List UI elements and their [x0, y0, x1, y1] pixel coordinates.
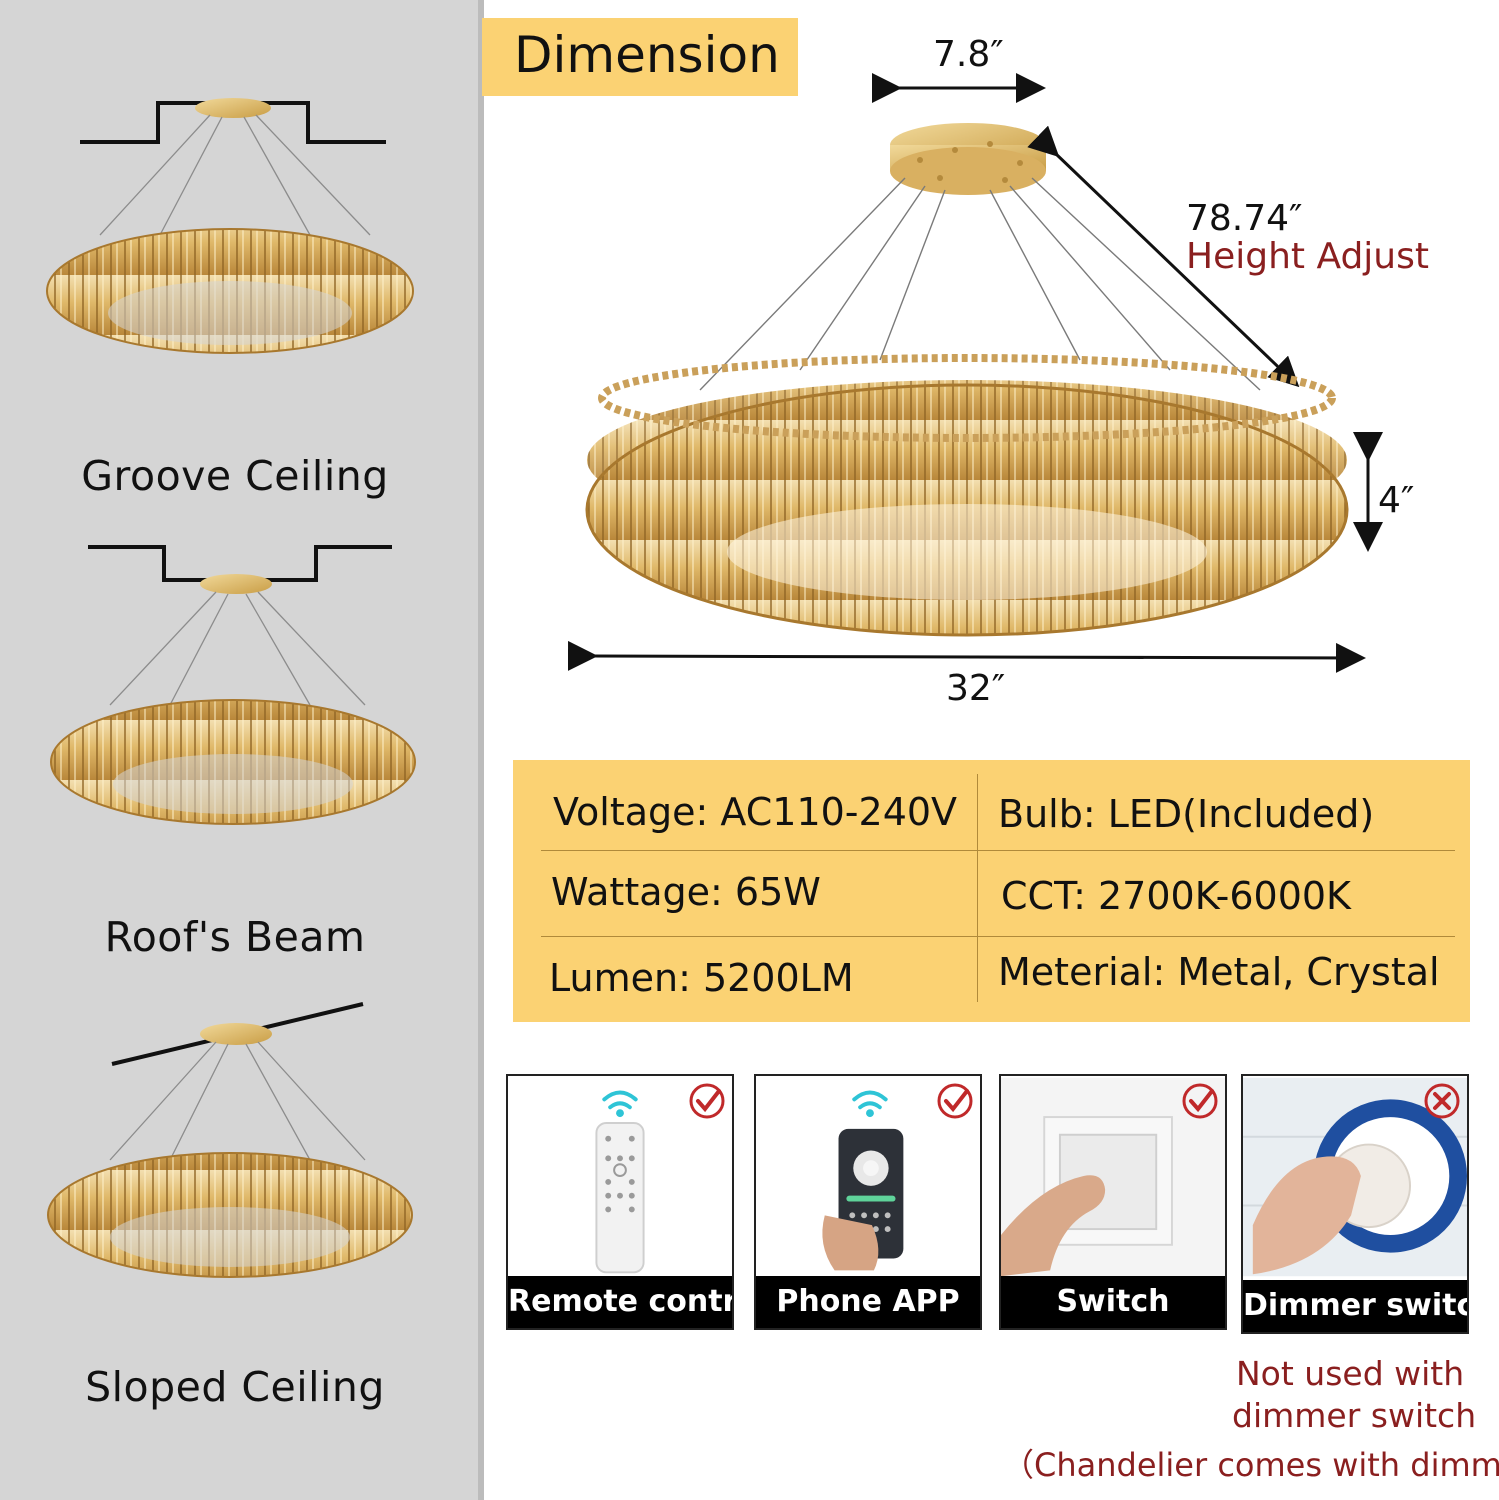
spec-material: Meterial: Metal, Crystal: [998, 950, 1440, 994]
supported-check-icon: [689, 1083, 725, 1119]
dimmer-note-line-1: Not used with: [1236, 1354, 1465, 1393]
spec-row-divider: [541, 936, 1455, 937]
control-card-switch: Switch: [999, 1074, 1227, 1330]
dimension-title: Dimension: [514, 26, 780, 84]
hanging-length-arrow: [1027, 125, 1300, 388]
dimmer-note-line-3: （Chandelier comes with dimmer): [1002, 1446, 1499, 1484]
control-label-remote: Remote contro: [508, 1276, 732, 1328]
hanging-wires: [699, 177, 1261, 391]
phone-app-icon: [756, 1077, 980, 1277]
spec-voltage: Voltage: AC110-240V: [553, 790, 958, 834]
ring-height-label: 4″: [1378, 480, 1415, 521]
spec-bulb: Bulb: LED(Included): [998, 792, 1375, 836]
supported-check-icon: [937, 1083, 973, 1119]
panel-divider: [478, 0, 484, 1500]
control-label-switch: Switch: [1001, 1276, 1225, 1328]
canopy-width-label: 7.8″: [933, 34, 1004, 75]
spec-row-divider: [541, 850, 1455, 851]
spec-table: Voltage: AC110-240V Bulb: LED(Included) …: [513, 760, 1470, 1022]
hanging-length-label: 78.74″: [1186, 198, 1303, 239]
roof-beam-icon: [50, 545, 416, 825]
spec-lumen: Lumen: 5200LM: [549, 956, 854, 1000]
height-adjust-label: Height Adjust: [1186, 236, 1429, 277]
control-label-phone-app: Phone APP: [756, 1276, 980, 1328]
ring-diameter-label: 32″: [946, 668, 1006, 709]
ring-diameter-arrow: [567, 640, 1366, 673]
spec-column-divider: [977, 774, 978, 1002]
mount-label-groove-ceiling: Groove Ceiling: [81, 452, 389, 500]
groove-ceiling-icon: [46, 98, 414, 354]
dimension-title-tag: Dimension: [482, 18, 798, 96]
spec-wattage: Wattage: 65W: [551, 870, 821, 914]
control-label-dimmer-switch: Dimmer switch: [1243, 1280, 1467, 1332]
sloped-ceiling-icon: [47, 1002, 413, 1278]
control-card-remote: Remote contro: [506, 1074, 734, 1330]
control-card-dimmer-switch: Dimmer switch: [1241, 1074, 1469, 1334]
control-card-phone-app: Phone APP: [754, 1074, 982, 1330]
not-supported-cross-icon: [1424, 1083, 1460, 1119]
mount-label-roofs-beam: Roof's Beam: [104, 913, 366, 961]
chandelier-dimension-drawing: [567, 73, 1383, 673]
spec-cct: CCT: 2700K-6000K: [1001, 874, 1351, 918]
wall-switch-icon: [1001, 1077, 1225, 1277]
mount-label-sloped-ceiling: Sloped Ceiling: [85, 1363, 385, 1411]
supported-check-icon: [1182, 1083, 1218, 1119]
dimmer-note-line-2: dimmer switch: [1232, 1396, 1477, 1435]
